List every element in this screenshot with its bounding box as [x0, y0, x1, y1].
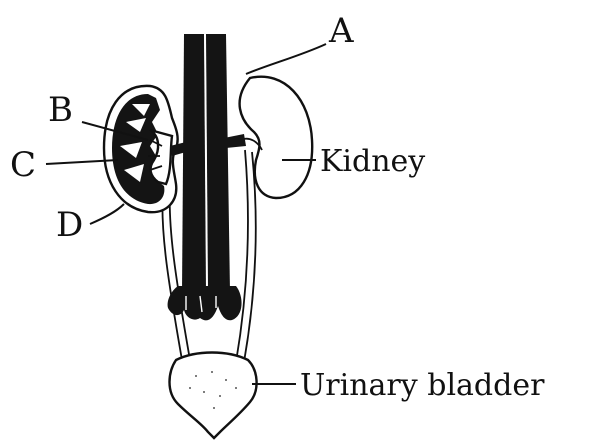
leader-a [246, 44, 326, 74]
bladder-outline [170, 353, 257, 439]
iliac-bifurcation [168, 286, 242, 320]
urinary-bladder [170, 353, 257, 439]
left-kidney-section [104, 86, 178, 212]
major-vessels [168, 34, 242, 320]
left-ureter [162, 188, 182, 360]
right-ureter [236, 150, 248, 362]
label-a: A [328, 11, 354, 51]
label-c: C [10, 145, 36, 185]
label-b: B [48, 90, 73, 130]
leader-d [90, 204, 124, 224]
label-d: D [56, 205, 83, 245]
label-kidney: Kidney [320, 144, 425, 179]
vena-cava [182, 34, 206, 292]
right-kidney-outline [240, 77, 313, 198]
label-urinary-bladder: Urinary bladder [300, 368, 545, 403]
aorta [206, 34, 230, 292]
right-kidney [240, 77, 313, 198]
